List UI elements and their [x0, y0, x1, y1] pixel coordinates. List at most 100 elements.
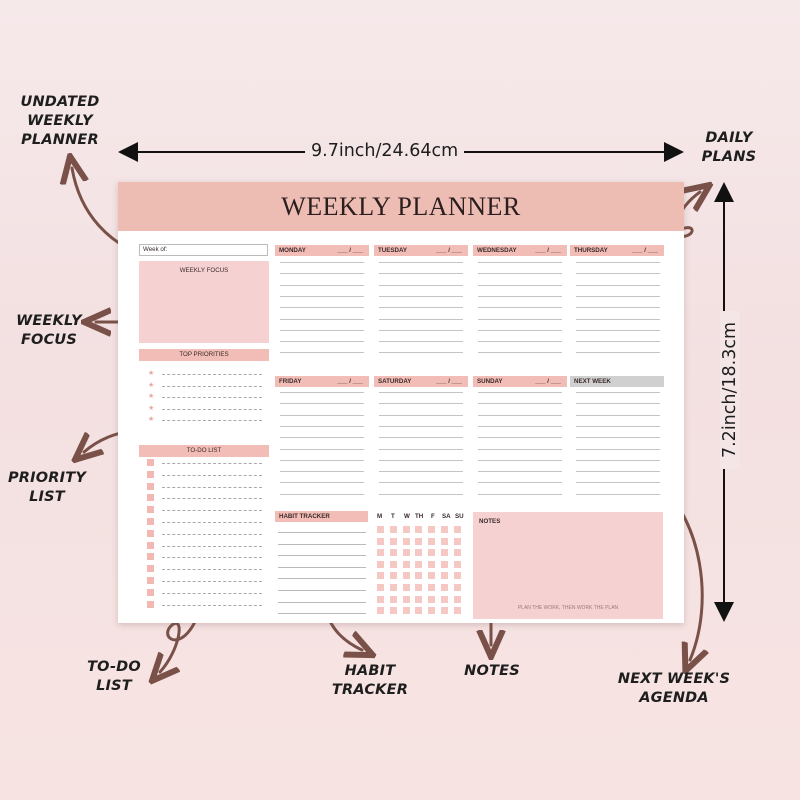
habit-checkbox — [441, 526, 448, 533]
habit-checkbox — [453, 595, 461, 603]
day-line — [379, 392, 463, 393]
todo-line — [162, 486, 262, 488]
todo-line — [162, 592, 262, 594]
day-line — [280, 318, 364, 320]
habit-checkbox — [428, 526, 436, 533]
todo-checkbox — [147, 565, 154, 573]
daily-plans-arrow — [666, 192, 700, 238]
habit-checkbox — [453, 584, 461, 591]
day-line — [280, 403, 364, 405]
day-line — [478, 437, 562, 439]
habit-checkbox — [402, 595, 410, 603]
day-line — [478, 425, 562, 427]
todo-checkbox — [147, 588, 154, 596]
day-line — [576, 273, 660, 275]
day-line — [478, 307, 562, 309]
habit-tracker-bar: HABIT TRACKER — [275, 511, 368, 522]
day-line — [379, 425, 463, 427]
day-line — [280, 459, 364, 461]
day-line — [280, 437, 364, 439]
day-line — [576, 295, 660, 297]
todo-checkbox — [147, 470, 154, 478]
day-line — [280, 352, 364, 354]
habit-checkbox — [402, 537, 410, 545]
day-line — [478, 471, 562, 473]
priority-star-icon: ★ — [148, 404, 155, 412]
planner-header: WEEKLY PLANNER — [118, 182, 684, 231]
todo-checkbox — [147, 482, 154, 490]
habit-checkbox — [415, 549, 423, 557]
todo-line — [162, 557, 262, 559]
habit-checkbox — [441, 607, 448, 615]
todo-checkbox — [147, 529, 154, 537]
day-line — [379, 318, 463, 320]
day-line — [478, 482, 562, 484]
width-dimension-label: 9.7inch/24.64cm — [305, 141, 465, 161]
todo-list-bar: TO-DO LIST — [139, 445, 269, 457]
day-line — [280, 425, 364, 427]
habit-day-m: M — [377, 513, 383, 520]
day-next-week: NEXT WEEK — [570, 376, 664, 387]
habit-checkbox — [389, 607, 397, 615]
habit-checkbox — [428, 595, 436, 603]
todo-checkbox — [147, 494, 154, 502]
day-saturday: SATURDAY___ / ___ — [374, 376, 468, 387]
day-sunday: SUNDAY___ / ___ — [473, 376, 567, 387]
day-line — [379, 329, 463, 331]
day-tuesday: TUESDAY___ / ___ — [374, 245, 468, 256]
habit-checkbox — [428, 549, 436, 557]
day-line — [379, 471, 463, 473]
todo-line — [162, 581, 262, 582]
todo-checkbox — [147, 577, 154, 584]
day-line — [478, 493, 562, 495]
habit-line — [278, 543, 366, 545]
priority-star-icon: ★ — [148, 416, 155, 423]
day-line — [379, 448, 463, 450]
day-line — [280, 329, 364, 331]
day-line — [576, 459, 660, 461]
day-line — [379, 273, 463, 275]
priority-star-icon: ★ — [148, 393, 155, 400]
habit-checkbox — [441, 595, 448, 603]
habit-checkbox — [377, 595, 384, 603]
habit-checkbox — [453, 526, 461, 533]
habit-checkbox — [377, 537, 384, 545]
day-line — [379, 307, 463, 309]
day-line — [379, 414, 463, 416]
todo-checkbox — [147, 553, 154, 561]
weekly-focus-label: WEEKLY FOCUS — [179, 267, 229, 274]
day-line — [280, 471, 364, 473]
habit-checkbox — [428, 560, 436, 568]
day-line — [379, 403, 463, 405]
day-line — [478, 352, 562, 354]
planner-title: WEEKLY PLANNER — [281, 192, 521, 221]
notes-label: NOTES — [479, 518, 501, 525]
habit-checkbox — [415, 526, 423, 533]
day-line — [576, 341, 660, 343]
weekly-planner-sheet: WEEKLY PLANNER Week of: WEEKLY FOCUS TOP… — [118, 182, 684, 623]
habit-checkbox — [402, 607, 410, 615]
habit-checkbox — [415, 572, 423, 580]
day-thursday: THURSDAY___ / ___ — [570, 245, 664, 256]
habit-checkbox — [389, 595, 397, 603]
day-line — [576, 262, 660, 263]
habit-checkbox — [428, 537, 436, 545]
day-line — [478, 284, 562, 286]
habit-day-w: W — [404, 513, 410, 520]
day-line — [280, 295, 364, 297]
day-line — [478, 329, 562, 331]
day-line — [478, 262, 562, 263]
day-line — [576, 425, 660, 427]
day-wednesday: WEDNESDAY___ / ___ — [473, 245, 567, 256]
notes-box: NOTES PLAN THE WORK, THEN WORK THE PLAN — [473, 512, 663, 619]
todo-checkbox — [147, 506, 154, 514]
weekly-focus-box: WEEKLY FOCUS — [139, 261, 269, 343]
day-line — [478, 318, 562, 320]
week-of-field: Week of: — [139, 244, 268, 256]
height-dimension-label: 7.2inch/18.3cm — [720, 311, 740, 469]
todo-checkbox — [147, 518, 154, 525]
habit-checkbox — [402, 572, 410, 580]
